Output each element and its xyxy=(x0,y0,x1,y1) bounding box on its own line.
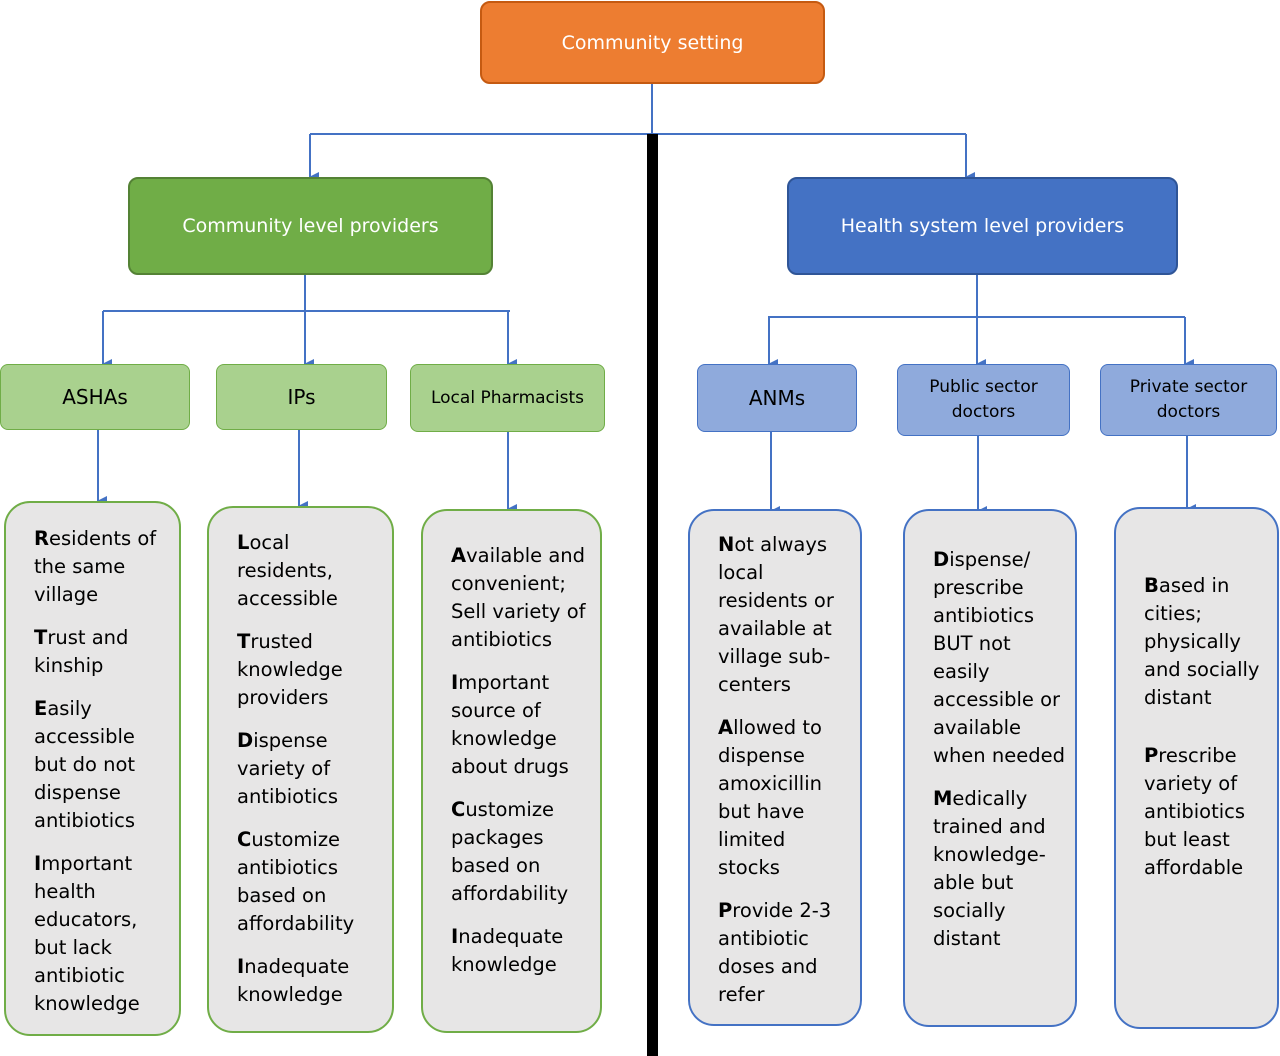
card-paragraph: Important source of knowledge about drug… xyxy=(451,671,569,778)
card-paragraph: Inadequate knowledge xyxy=(237,955,350,1006)
card-ips: Local residents, accessible Trusted know… xyxy=(207,506,394,1033)
card-private-sector-doctors: Based in cities; physically and socially… xyxy=(1114,507,1279,1029)
card-paragraph: Not always local residents or available … xyxy=(718,533,834,696)
provider-ips: IPs xyxy=(216,364,387,430)
provider-private-sector-doctors: Private sector doctors xyxy=(1100,364,1277,436)
card-paragraph: Residents of the same village xyxy=(34,527,157,606)
card-anms: Not always local residents or available … xyxy=(688,509,862,1026)
card-paragraph: Important health educators, but lack ant… xyxy=(34,852,140,1015)
provider-public-sector-doctors: Public sector doctors xyxy=(897,364,1070,436)
provider-local-pharmacists: Local Pharmacists xyxy=(410,364,605,432)
card-ashas: Residents of the same village Trust and … xyxy=(4,501,181,1036)
card-paragraph: Available and convenient; Sell variety o… xyxy=(451,544,586,651)
provider-ashas: ASHAs xyxy=(0,364,190,430)
card-public-sector-doctors: Dispense/ prescribe antibiotics BUT not … xyxy=(903,509,1077,1027)
card-paragraph: Based in cities; physically and socially… xyxy=(1144,574,1260,709)
card-paragraph: Dispense/ prescribe antibiotics BUT not … xyxy=(933,548,1065,767)
card-paragraph: Trusted knowledge providers xyxy=(237,630,343,709)
card-local-pharmacists: Available and convenient; Sell variety o… xyxy=(421,509,602,1033)
card-paragraph: Prescribe variety of antibiotics but lea… xyxy=(1144,744,1246,879)
card-paragraph: Customize packages based on affordabilit… xyxy=(451,798,569,905)
card-paragraph: Trust and kinship xyxy=(34,626,129,677)
community-level-providers-box: Community level providers xyxy=(128,177,493,275)
health-system-level-providers-box: Health system level providers xyxy=(787,177,1178,275)
card-paragraph: Provide 2-3 antibiotic doses and refer xyxy=(718,899,832,1006)
card-paragraph: Easily accessible but do not dispense an… xyxy=(34,697,136,832)
card-paragraph: Medically trained and knowledge-able but… xyxy=(933,787,1046,950)
card-paragraph: Local residents, accessible xyxy=(237,531,338,610)
community-setting-box: Community setting xyxy=(480,1,825,84)
provider-anms: ANMs xyxy=(697,364,857,432)
card-paragraph: Dispense variety of antibiotics xyxy=(237,729,339,808)
center-divider xyxy=(647,134,658,1056)
card-paragraph: Customize antibiotics based on affordabi… xyxy=(237,828,355,935)
card-paragraph: Inadequate knowledge xyxy=(451,925,564,976)
card-paragraph: Allowed to dispense amoxicillin but have… xyxy=(718,716,822,879)
